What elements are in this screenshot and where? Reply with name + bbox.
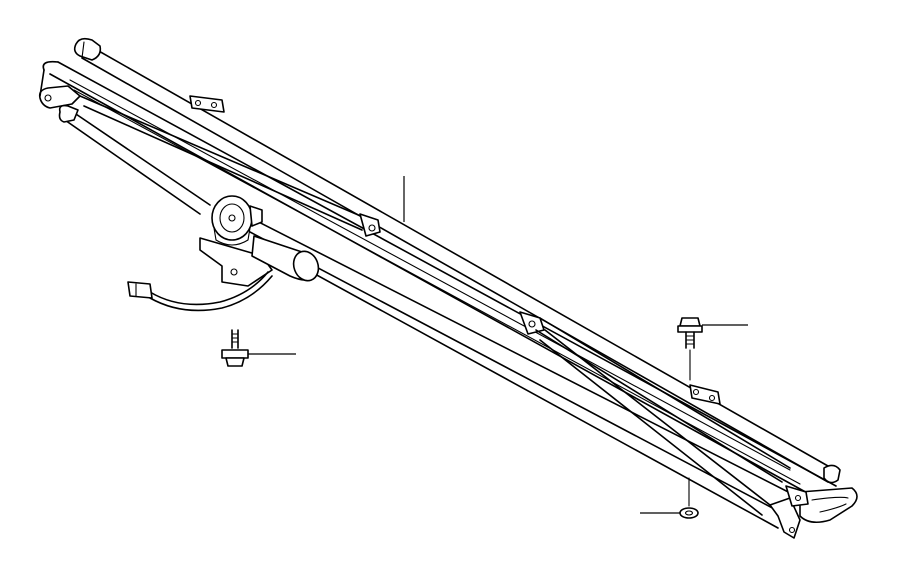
drive-motor — [199, 195, 320, 287]
wire-connector — [127, 271, 273, 312]
washer — [640, 477, 699, 519]
mounting-bolt-right — [677, 317, 748, 381]
mounting-bolt-left — [221, 329, 296, 367]
sunshade-rail-assembly — [38, 37, 858, 539]
